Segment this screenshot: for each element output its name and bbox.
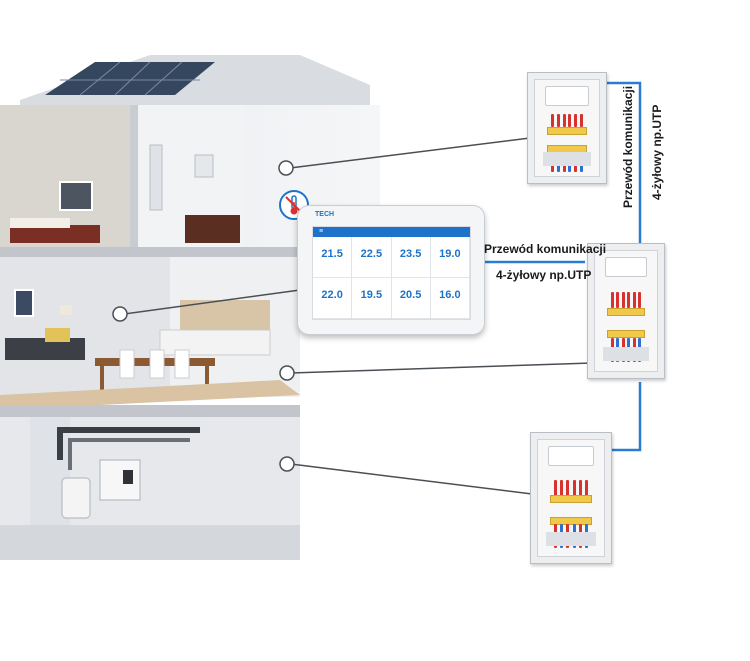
controller-box — [548, 446, 594, 466]
zone-temperature: 22.5 — [360, 248, 383, 260]
pipe — [562, 114, 566, 127]
cable-label-vertical-line1: Przewód komunikacji — [621, 85, 635, 208]
marker-upper[interactable] — [278, 160, 294, 176]
supply-pipes — [551, 114, 583, 127]
pipe — [579, 114, 583, 127]
pipe — [554, 480, 557, 496]
controller-box — [545, 86, 589, 106]
cable-label-vertical-line2: 4-żyłowy np.UTP — [650, 104, 664, 200]
thermostat-tab[interactable] — [400, 227, 435, 237]
supply-pipes — [611, 292, 641, 308]
thermostat-tab[interactable] — [435, 227, 470, 237]
zone-tile[interactable]: 21.5 — [313, 237, 353, 278]
zone-temperature: 20.5 — [399, 289, 422, 301]
cabinet-interior — [594, 250, 658, 372]
zone-name — [431, 281, 469, 287]
manifold-rail — [607, 308, 645, 316]
thermostat-tab[interactable] — [364, 227, 399, 237]
manifold-rail — [547, 127, 587, 135]
pipe — [616, 292, 620, 308]
pipe — [556, 114, 560, 127]
cabinet-base — [543, 152, 591, 166]
cable-label-horizontal-line2: 4-żyłowy np.UTP — [496, 268, 592, 282]
marker-lower[interactable] — [279, 456, 295, 472]
pipe — [584, 480, 588, 496]
manifold-cabinet-bottom — [530, 432, 612, 564]
pipe — [611, 292, 614, 308]
pipe — [627, 292, 631, 308]
manifold-rail — [607, 330, 645, 338]
manifold-rail — [550, 495, 592, 503]
zone-name — [352, 281, 390, 287]
thermostat-logo: TECH — [315, 211, 335, 218]
thermostat-tab[interactable] — [329, 227, 364, 237]
pipe — [632, 292, 636, 308]
zone-tile[interactable]: 20.5 — [391, 278, 431, 319]
manifold-rail — [550, 517, 592, 525]
supply-pipes — [554, 480, 588, 496]
pipe — [568, 114, 572, 127]
zone-name — [352, 240, 390, 246]
zone-name — [392, 281, 430, 287]
pipe — [578, 480, 582, 496]
zone-tile[interactable]: 16.0 — [430, 278, 470, 319]
zone-temperature: 22.0 — [321, 289, 343, 301]
zone-tiles: 21.5 22.5 23.5 19.0 22.0 19.5 20.5 16.0 — [313, 237, 470, 319]
zone-temperature: 19.5 — [360, 289, 383, 301]
zone-temperature: 21.5 — [321, 248, 343, 260]
zone-tile[interactable]: 22.0 — [313, 278, 353, 319]
pipe — [560, 480, 564, 496]
manifold-cabinet-top — [527, 72, 607, 184]
zone-tile[interactable]: 23.5 — [391, 237, 431, 278]
thermostat-tabbar: ≡ — [313, 227, 470, 237]
zone-temperature: 19.0 — [439, 248, 461, 260]
manifold-cabinet-middle — [587, 243, 665, 379]
hamburger-icon[interactable]: ≡ — [318, 228, 324, 235]
connector-lines — [112, 137, 593, 495]
zone-temperature: 23.5 — [399, 248, 422, 260]
cabinet-interior — [534, 79, 600, 177]
zone-name — [392, 240, 430, 246]
controller-box — [605, 257, 647, 277]
zone-name — [313, 240, 351, 246]
thermostat-panel[interactable]: TECH ≡ 21.5 22.5 23.5 19.0 22.0 19.5 20.5 16.0 — [297, 205, 485, 335]
pipe — [621, 292, 625, 308]
zone-name — [431, 240, 469, 246]
marker-thermostat[interactable] — [112, 306, 128, 322]
pipe — [566, 480, 570, 496]
zone-tile[interactable]: 22.5 — [352, 237, 392, 278]
zone-name — [313, 281, 351, 287]
pipe — [574, 114, 578, 127]
marker-middle[interactable] — [279, 365, 295, 381]
cabinet-interior — [537, 439, 605, 557]
zone-tile[interactable]: 19.5 — [352, 278, 392, 319]
pipe — [572, 480, 576, 496]
cabinet-base — [546, 532, 596, 546]
cable-label-horizontal-line1: Przewód komunikacji — [484, 242, 607, 256]
pipe — [551, 114, 554, 127]
zone-tile[interactable]: 19.0 — [430, 237, 470, 278]
thermostat-screen[interactable]: ≡ 21.5 22.5 23.5 19.0 22.0 19.5 20.5 16.0 — [312, 226, 471, 320]
pipe — [637, 292, 641, 308]
cabinet-base — [603, 347, 649, 361]
zone-temperature: 16.0 — [439, 289, 461, 301]
